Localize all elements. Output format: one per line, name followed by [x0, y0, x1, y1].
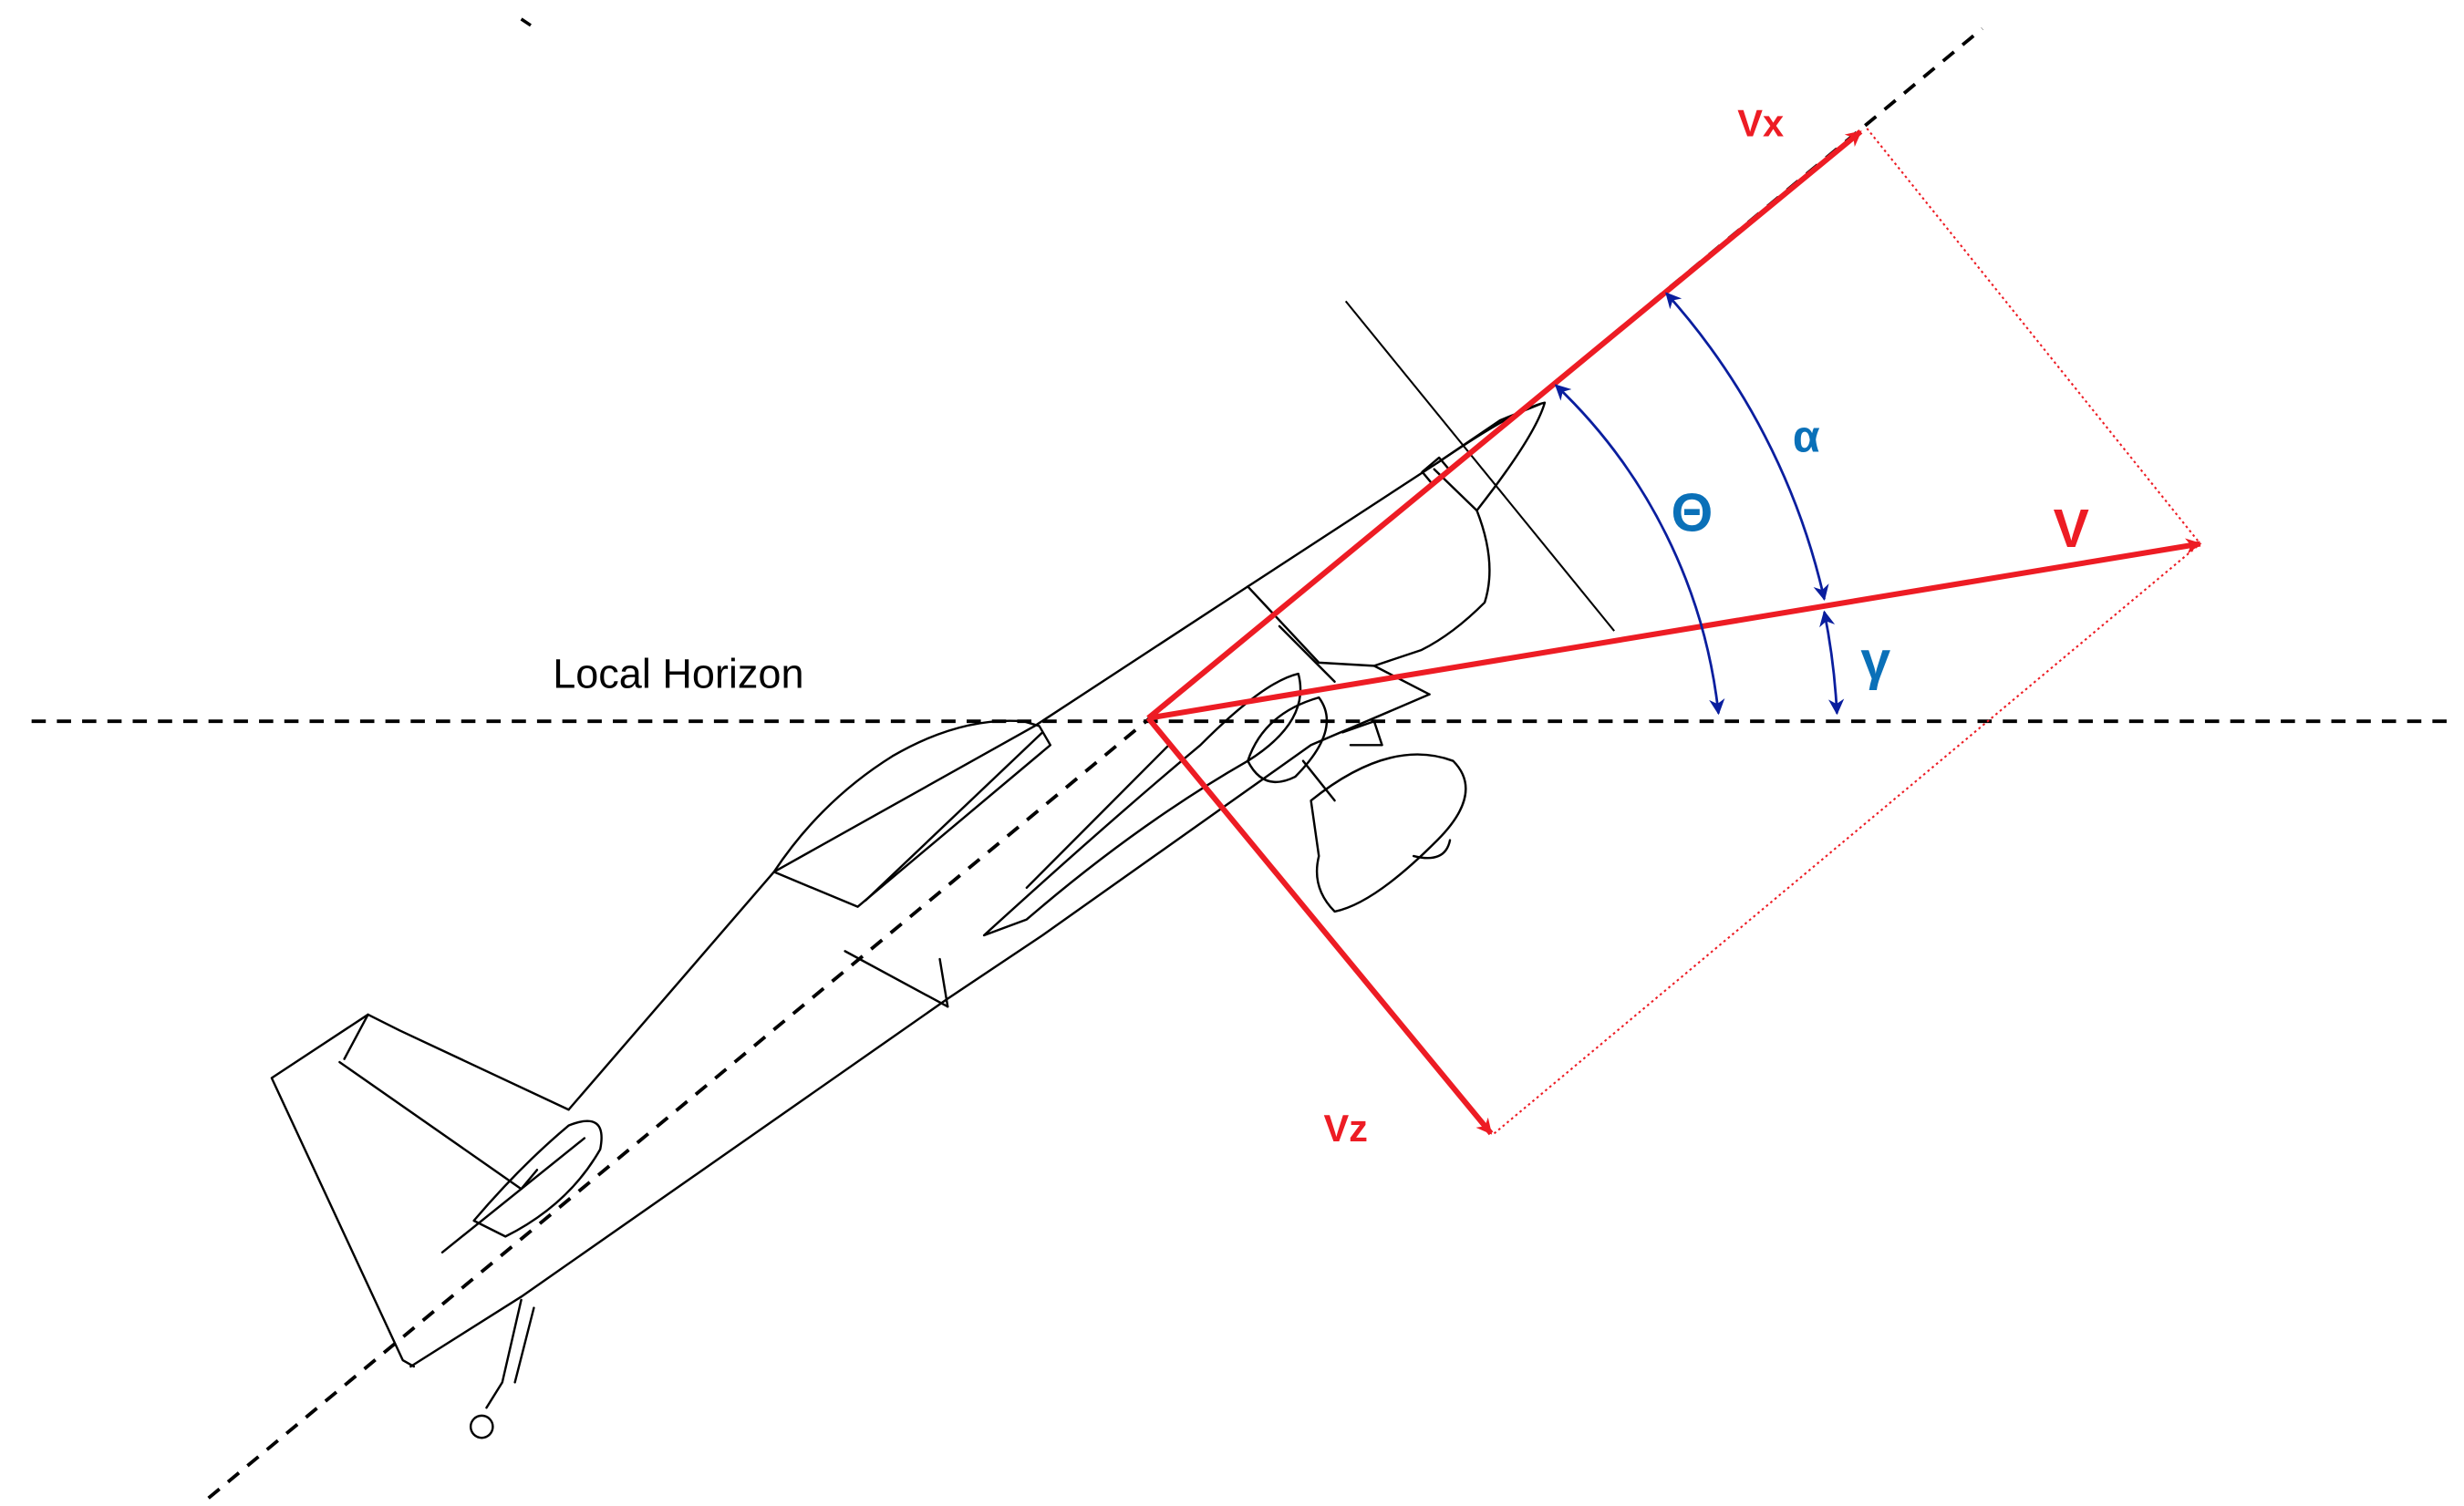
- theta-arc: [1554, 384, 1725, 716]
- alpha-arc: [1665, 292, 1829, 602]
- angle-arcs: [1554, 292, 1845, 716]
- body-axis-line: [207, 26, 1983, 1500]
- vx-label: Vx: [1737, 101, 1784, 144]
- vx-projection-line: [1866, 128, 2201, 545]
- airplane-icon: [270, 401, 1547, 1439]
- v-label: V: [2054, 499, 2089, 559]
- vz-projection-line: [1493, 542, 2201, 1135]
- gamma-arc: [1819, 610, 1845, 716]
- vz-label: Vz: [1323, 1107, 1368, 1150]
- local-horizon-label: Local Horizon: [553, 651, 803, 697]
- vx-arrow: [1146, 129, 1863, 721]
- propeller-line: [1344, 300, 1615, 632]
- alpha-label: α: [1793, 413, 1820, 462]
- gamma-label: γ: [1860, 630, 1890, 690]
- theta-label: Θ: [1672, 482, 1713, 542]
- corner-mark: [520, 17, 532, 27]
- v-arrow: [1147, 538, 2202, 721]
- vz-arrow: [1145, 716, 1494, 1136]
- velocity-vectors: [1145, 128, 2202, 1136]
